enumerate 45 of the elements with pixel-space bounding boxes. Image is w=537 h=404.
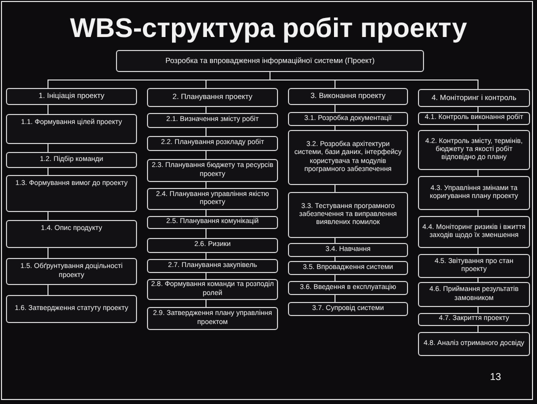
task-box (6, 258, 137, 285)
task-box (288, 192, 408, 238)
task-box (147, 307, 278, 330)
task-box (288, 130, 408, 185)
task-box (6, 114, 137, 144)
connector-line (334, 104, 336, 112)
task-box (147, 279, 278, 300)
task-box (288, 112, 408, 126)
task-box (288, 302, 408, 316)
task-box (418, 254, 530, 278)
task-box (418, 112, 530, 125)
connector-line (334, 184, 336, 192)
connector-line (270, 72, 478, 90)
task-box (147, 259, 278, 273)
task-box (147, 216, 278, 229)
phase-box (288, 88, 408, 105)
task-box (6, 152, 137, 168)
task-box (418, 176, 530, 210)
task-box (418, 130, 530, 170)
task-box (147, 159, 278, 182)
phase-box (147, 88, 278, 107)
task-box (418, 332, 530, 356)
project-box (116, 50, 424, 72)
connector-line (334, 126, 336, 130)
connector-line (334, 238, 336, 244)
title: WBS-структура робіт проекту (70, 12, 468, 44)
task-box (288, 243, 408, 257)
connector-line (334, 294, 336, 302)
connector-line (334, 274, 336, 282)
page-number: 13 (490, 372, 502, 383)
phase-box (6, 88, 137, 105)
task-box (6, 220, 137, 248)
task-box (6, 295, 137, 323)
task-box (418, 313, 530, 326)
task-box (147, 188, 278, 210)
phase-box (418, 89, 530, 107)
task-box (147, 113, 278, 128)
task-box (147, 136, 278, 151)
task-box (6, 175, 137, 212)
task-box (288, 261, 408, 275)
task-box (418, 216, 530, 248)
connector-line (334, 256, 336, 262)
task-box (147, 238, 278, 253)
task-box (418, 282, 530, 307)
task-box (288, 281, 408, 295)
